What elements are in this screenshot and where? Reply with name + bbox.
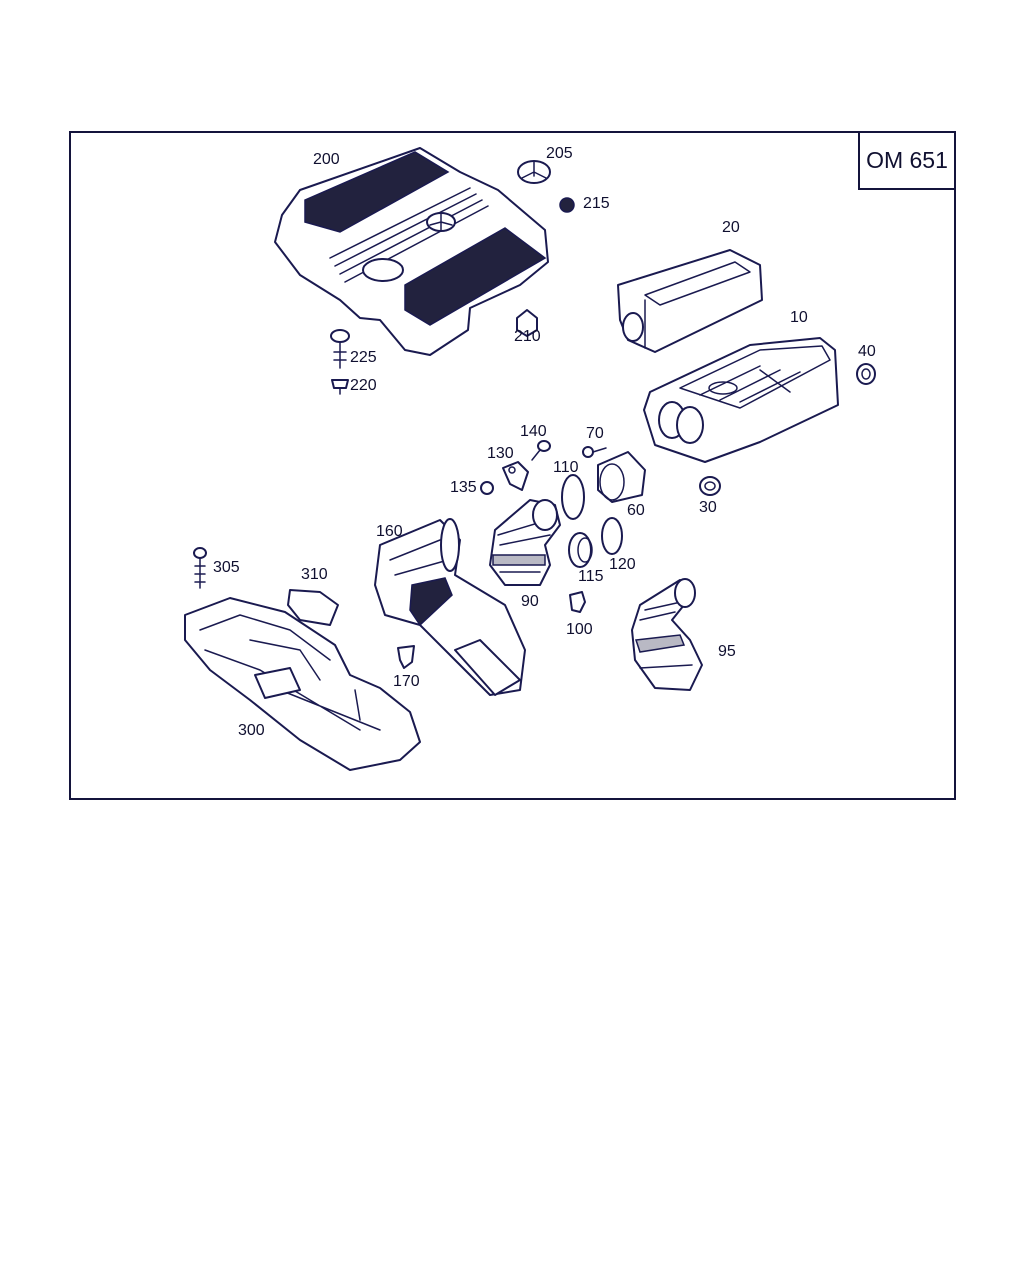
engine-code-box: OM 651 <box>858 131 956 190</box>
part-label-70: 70 <box>586 425 604 442</box>
air-filter-part <box>617 249 763 353</box>
screw-305-part <box>193 547 207 589</box>
fasteners-225-220 <box>330 329 350 395</box>
part-label-100: 100 <box>566 621 593 638</box>
part-label-160: 160 <box>376 523 403 540</box>
part-label-115: 115 <box>578 568 604 585</box>
sensor-100-part <box>569 591 586 613</box>
part-label-130: 130 <box>487 445 514 462</box>
oring-135-part <box>480 481 494 495</box>
part-label-95: 95 <box>718 643 736 660</box>
screw-140-part <box>531 440 551 461</box>
air-guide-300-part <box>184 597 421 771</box>
clamp-110-part <box>561 474 585 520</box>
intake-duct-160-part <box>374 518 526 696</box>
part-label-305: 305 <box>213 559 240 576</box>
part-label-310: 310 <box>301 566 328 583</box>
nut-part <box>516 309 538 337</box>
part-label-205: 205 <box>546 145 573 162</box>
part-label-10: 10 <box>790 309 808 326</box>
part-label-90: 90 <box>521 593 539 610</box>
maf-sensor-60-part <box>597 451 646 503</box>
clamp-120-part <box>601 517 623 555</box>
intake-pipe-95-part <box>631 578 703 691</box>
part-label-135: 135 <box>450 479 477 496</box>
part-label-60: 60 <box>627 502 645 519</box>
grommet-30-part <box>699 476 721 496</box>
part-label-140: 140 <box>520 423 547 440</box>
part-label-20: 20 <box>722 219 740 236</box>
part-label-110: 110 <box>553 459 579 476</box>
star-emblem-part <box>517 160 551 184</box>
grommet-part <box>559 197 575 213</box>
part-label-40: 40 <box>858 343 876 360</box>
part-label-220: 220 <box>350 377 377 394</box>
part-label-215: 215 <box>583 195 610 212</box>
engine-cover-part <box>274 147 549 356</box>
intake-hose-90-part <box>489 499 561 586</box>
cap-40-part <box>856 363 876 385</box>
clip-170-part <box>397 645 415 669</box>
part-label-300: 300 <box>238 722 265 739</box>
part-label-210: 210 <box>514 328 541 345</box>
air-filter-housing-part <box>643 337 839 463</box>
engine-code-label: OM 651 <box>866 147 948 173</box>
cover-310-part <box>287 589 339 626</box>
sensor-130-part <box>502 461 529 491</box>
part-label-120: 120 <box>609 556 636 573</box>
part-label-170: 170 <box>393 673 420 690</box>
part-label-200: 200 <box>313 151 340 168</box>
part-label-30: 30 <box>699 499 717 516</box>
sleeve-115-part <box>568 532 593 568</box>
screw-70-part <box>582 446 607 458</box>
part-label-225: 225 <box>350 349 377 366</box>
